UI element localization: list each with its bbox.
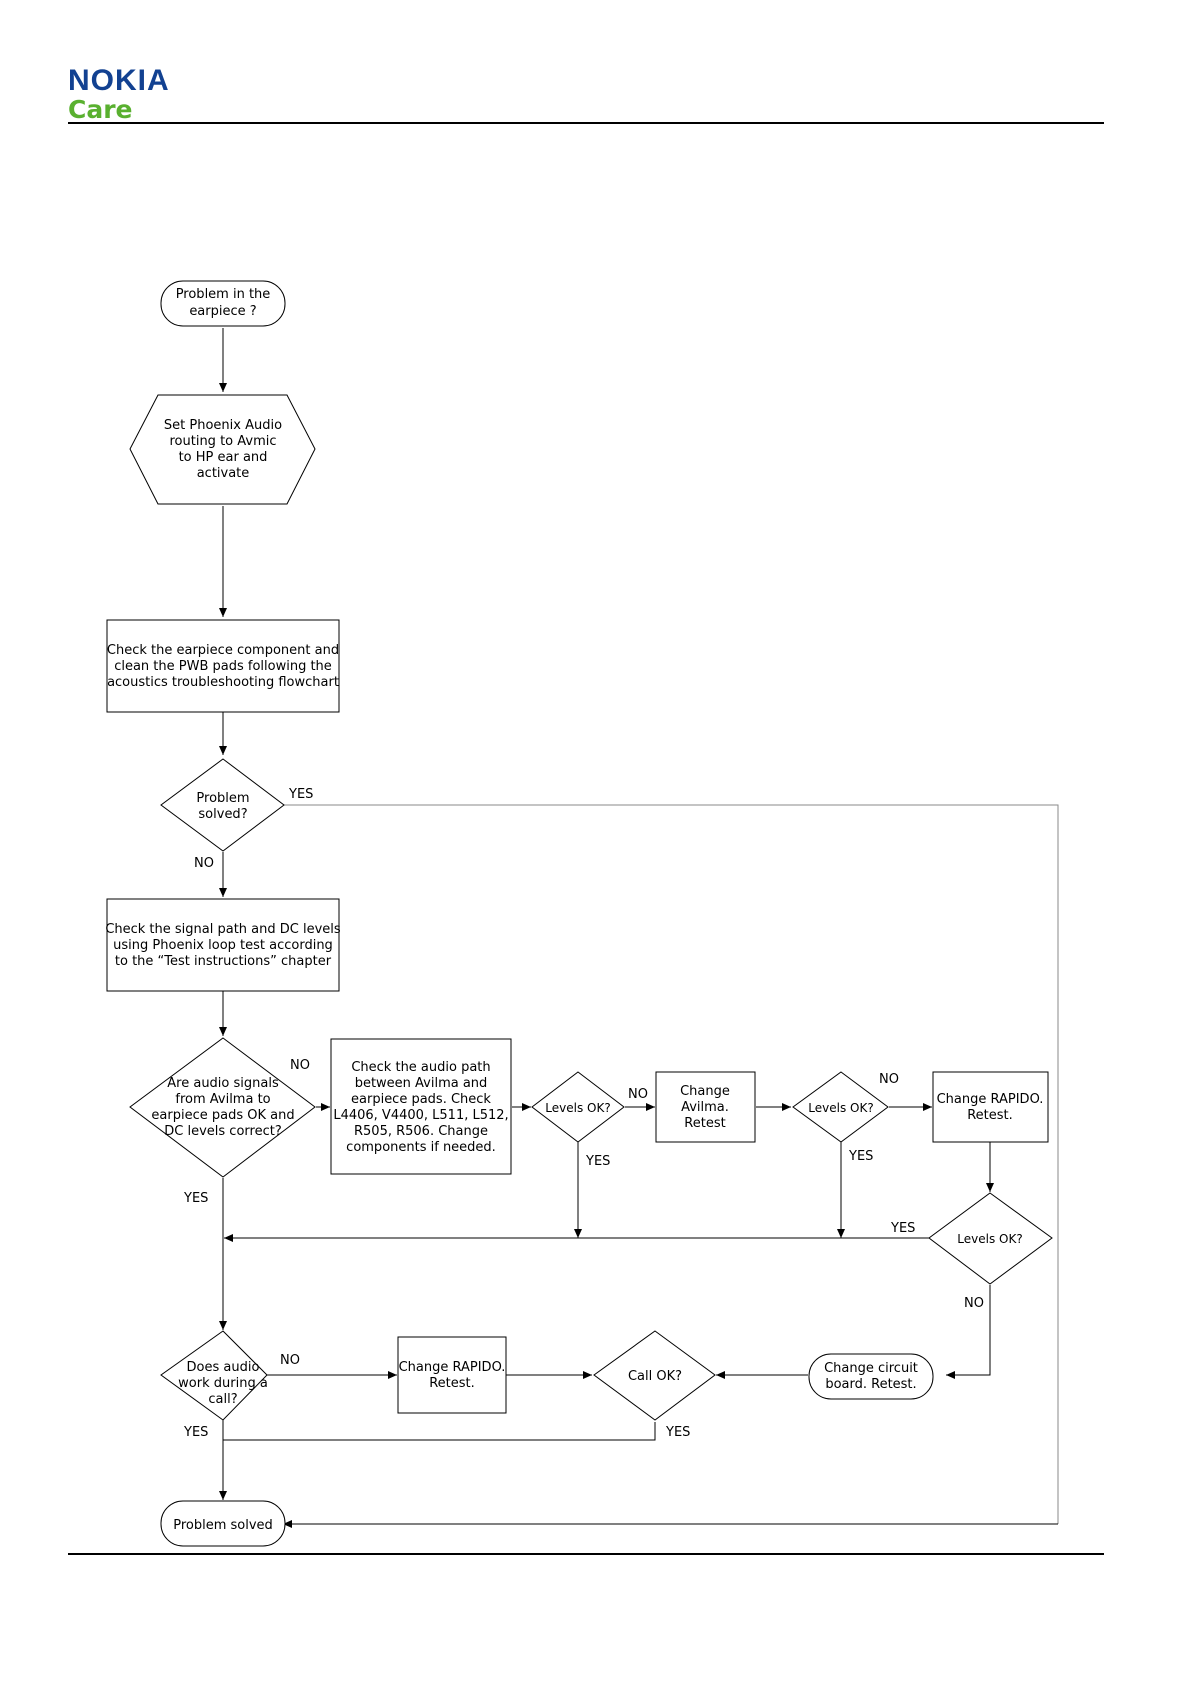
audio-path-line-5: R505, R506. Change [354, 1124, 488, 1139]
routing-line-4: activate [197, 466, 250, 481]
flowchart-texts: Problem in the earpiece ? Set Phoenix Au… [105, 287, 1043, 1533]
header-rule [68, 122, 1104, 124]
node-end [160, 1500, 286, 1547]
brand-name: NOKIA [68, 64, 170, 97]
routing-line-3: to HP ear and [179, 450, 268, 465]
check-earpiece-line-3: acoustics troubleshooting flowchart [107, 675, 339, 690]
check-earpiece-line-1: Check the earpiece component and [107, 643, 339, 658]
node-change-avilma [655, 1071, 756, 1143]
call-ok-label: Call OK? [628, 1369, 682, 1384]
audio-q-line-2: from Avilma to [175, 1092, 270, 1107]
check-earpiece-line-2: clean the PWB pads following the [114, 659, 332, 674]
solved-q-line-1: Problem [196, 791, 249, 806]
call-q-line-3: call? [208, 1392, 237, 1407]
node-audio-signals-q [129, 1037, 316, 1178]
node-set-routing [129, 394, 316, 505]
label-yes-call-ok: YES [665, 1425, 690, 1440]
levels3-label: Levels OK? [957, 1232, 1022, 1246]
rapido1-line-1: Change RAPIDO. [937, 1092, 1044, 1107]
node-call-ok-q [593, 1330, 716, 1421]
start-line-2: earpiece ? [189, 304, 256, 319]
label-yes-levels2: YES [848, 1149, 873, 1164]
audio-path-line-2: between Avilma and [355, 1076, 488, 1091]
connectors [219, 328, 1059, 1528]
levels2-label: Levels OK? [808, 1101, 873, 1115]
label-no-levels3: NO [964, 1296, 984, 1311]
label-yes-solved: YES [288, 787, 313, 802]
arrow-call-ok-yes [223, 1422, 656, 1441]
node-check-earpiece [106, 619, 340, 713]
audio-q-line-1: Are audio signals [167, 1076, 279, 1091]
rapido2-line-2: Retest. [429, 1376, 475, 1391]
label-yes-call-q: YES [183, 1425, 208, 1440]
levels1-label: Levels OK? [545, 1101, 610, 1115]
avilma-line-1: Change [680, 1084, 730, 1099]
audio-path-line-4: L4406, V4400, L511, L512, [333, 1108, 508, 1123]
board-line-1: Change circuit [824, 1361, 918, 1376]
node-levels-ok-3 [928, 1192, 1053, 1285]
board-line-2: board. Retest. [825, 1377, 916, 1392]
brand-subname: Care [68, 95, 133, 124]
label-no-audio-q: NO [290, 1058, 310, 1073]
label-yes-levels3: YES [890, 1221, 915, 1236]
check-signal-line-3: to the “Test instructions” chapter [115, 954, 332, 969]
node-change-rapido-2 [397, 1336, 507, 1414]
check-signal-line-1: Check the signal path and DC levels [105, 922, 341, 937]
node-levels-ok-2 [792, 1071, 889, 1143]
footer-rule [68, 1553, 1104, 1555]
node-start [160, 280, 286, 327]
audio-path-line-3: earpiece pads. Check [351, 1092, 491, 1107]
node-change-board [808, 1353, 934, 1400]
start-line-1: Problem in the [176, 287, 271, 302]
nokia-care-logo: NOKIA Care [68, 66, 170, 124]
node-change-rapido-1 [932, 1071, 1049, 1143]
call-q-line-2: work during a [178, 1376, 268, 1391]
node-check-audio-path [330, 1038, 512, 1175]
audio-path-line-6: components if needed. [346, 1140, 496, 1155]
avilma-line-2: Avilma. [681, 1100, 729, 1115]
arrow-levels3-no [946, 1285, 991, 1379]
label-no-levels2: NO [879, 1072, 899, 1087]
label-no-solved: NO [194, 856, 214, 871]
end-label: Problem solved [173, 1518, 273, 1533]
audio-q-line-3: earpiece pads OK and [151, 1108, 294, 1123]
label-no-call-q: NO [280, 1353, 300, 1368]
audio-q-line-4: DC levels correct? [164, 1124, 281, 1139]
node-levels-ok-1 [531, 1071, 625, 1143]
audio-path-line-1: Check the audio path [351, 1060, 490, 1075]
routing-line-1: Set Phoenix Audio [164, 418, 282, 433]
flowchart-shapes [106, 280, 1053, 1547]
label-yes-levels1: YES [585, 1154, 610, 1169]
rapido1-line-2: Retest. [967, 1108, 1013, 1123]
routing-line-2: routing to Avmic [169, 434, 276, 449]
label-yes-audio-q: YES [183, 1191, 208, 1206]
call-q-line-1: Does audio [187, 1360, 260, 1375]
check-signal-line-2: using Phoenix loop test according [113, 938, 333, 953]
arrow-solved-yes-path [284, 804, 1059, 1524]
label-no-levels1: NO [628, 1087, 648, 1102]
node-audio-call-q [160, 1330, 268, 1421]
node-problem-solved-q [160, 758, 285, 852]
node-check-signal [106, 898, 340, 992]
rapido2-line-1: Change RAPIDO. [399, 1360, 506, 1375]
solved-q-line-2: solved? [198, 807, 247, 822]
branch-labels: YES NO NO YES NO YES NO YES YES NO NO YE… [183, 787, 984, 1440]
avilma-line-3: Retest [684, 1116, 725, 1131]
